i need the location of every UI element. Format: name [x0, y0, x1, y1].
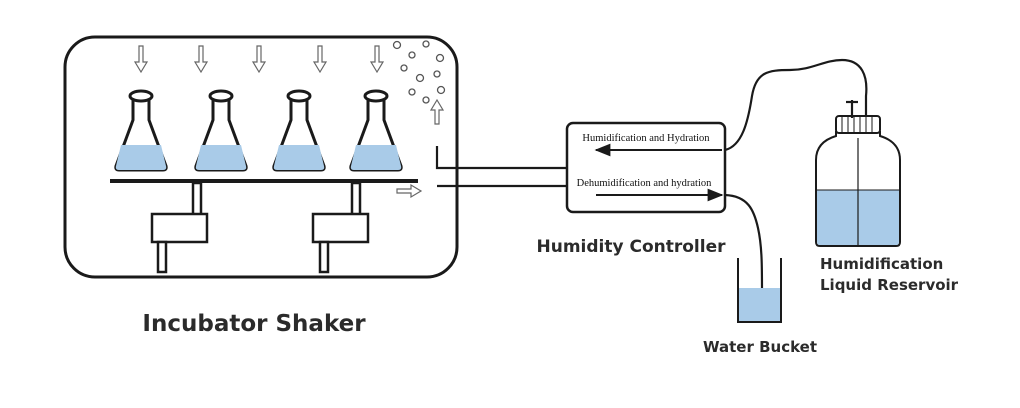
flask	[194, 89, 248, 172]
bubble-icon	[400, 64, 408, 72]
down-arrow-icon	[369, 45, 385, 74]
bucket-label: Water Bucket	[703, 338, 817, 356]
connecting-pipes	[435, 146, 568, 188]
shaker-support	[150, 181, 370, 274]
down-arrow-icon	[251, 45, 267, 74]
humidity-controller: Humidification and Hydration Dehumidific…	[565, 121, 727, 214]
bubble-icon	[392, 40, 402, 50]
down-arrow-icon	[133, 45, 149, 74]
bubble-icon	[435, 53, 445, 63]
up-arrow-icon	[429, 98, 445, 125]
bubble-icon	[408, 51, 416, 59]
airflow-down-arrows	[133, 45, 385, 74]
humidification-reservoir	[815, 100, 901, 247]
bubble-icon	[408, 88, 416, 96]
controller-label: Humidity Controller	[536, 237, 726, 257]
bottle-vent-tube	[846, 100, 858, 118]
controller-bottom-label: Dehumidification and hydration	[577, 178, 712, 189]
incubator-shaker	[63, 35, 459, 279]
controller-top-label: Humidification and Hydration	[582, 133, 710, 144]
bubble-icon	[422, 40, 430, 48]
bubble-icon	[436, 85, 446, 95]
flask	[349, 89, 403, 172]
bucket-liquid	[738, 288, 781, 322]
bucket-outline	[737, 258, 782, 323]
right-arrow-icon	[396, 183, 423, 199]
bubble-icon	[422, 96, 430, 104]
flask	[114, 89, 168, 172]
reservoir-label-line2: Liquid Reservoir	[820, 276, 959, 294]
down-arrow-icon	[193, 45, 209, 74]
incubator-label: Incubator Shaker	[142, 311, 366, 337]
down-arrow-icon	[312, 45, 328, 74]
bubble-icon	[415, 73, 425, 83]
bottle-cap	[835, 115, 881, 134]
bubble-icon	[433, 70, 441, 78]
reservoir-label-line1: Humidification	[820, 255, 943, 273]
tubes	[724, 58, 868, 293]
vapor-bubbles	[392, 40, 446, 104]
bucket-tube	[724, 193, 764, 293]
water-bucket	[737, 258, 782, 323]
reservoir-tube	[724, 58, 868, 152]
flask	[272, 89, 326, 172]
